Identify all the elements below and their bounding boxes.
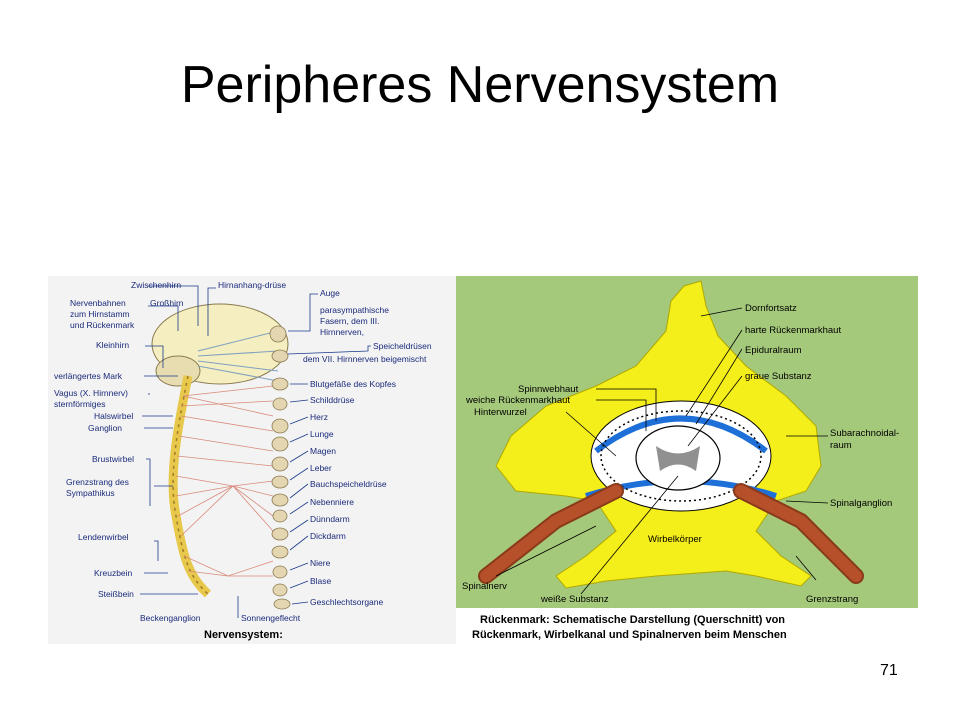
lung-icon — [271, 436, 289, 452]
label-blutgefaesse: Blutgefäße des Kopfes — [310, 379, 396, 389]
label-kreuzbein: Kreuzbein — [94, 568, 133, 578]
colon-icon — [271, 545, 289, 559]
page-number: 71 — [880, 662, 898, 679]
label-hirnanhang: Hirnanhang-drüse — [218, 280, 286, 290]
organ-icons — [269, 325, 291, 610]
label-geschlechtsorgane: Geschlechtsorgane — [310, 597, 384, 607]
stomach-icon — [271, 456, 289, 472]
label-magen: Magen — [310, 446, 336, 456]
label-grosshirn: Großhirn — [150, 298, 184, 308]
gray-matter-shape — [656, 446, 700, 471]
label-kleinhirn: Kleinhirn — [96, 340, 129, 350]
label-halswirbel: Halswirbel — [94, 411, 133, 421]
nervous-system-diagram: Zwischenhirn Hirnanhang-drüse Nervenbahn… — [48, 276, 458, 644]
label-parasym-2: Fasern, dem III. — [320, 316, 380, 326]
right-leader-lines-2 — [495, 307, 829, 595]
heart-icon — [271, 418, 289, 434]
label-nebenniere: Nebenniere — [310, 497, 354, 507]
eye-icon — [269, 325, 287, 343]
label-weiche-rm: weiche Rückenmarkhaut — [465, 395, 570, 406]
label-nervenbahnen-3: und Rückenmark — [70, 320, 135, 330]
label-lendenwirbel: Lendenwirbel — [78, 532, 129, 542]
label-speicheldruesen: Speicheldrüsen — [373, 341, 432, 351]
vessel-icon — [271, 377, 289, 391]
label-harte-rm: harte Rückenmarkhaut — [745, 325, 841, 336]
epidural-blue-top — [594, 415, 768, 454]
spinal-cord-diagram: Dornfortsatz harte Rückenmarkhaut Epidur… — [456, 276, 918, 644]
label-parasym-3: Hirnnerven, — [320, 327, 364, 337]
left-caption: Nervensystem: — [204, 629, 283, 641]
label-dornfortsatz: Dornfortsatz — [745, 303, 797, 314]
spinal-cord-svg: Dornfortsatz harte Rückenmarkhaut Epidur… — [456, 276, 918, 644]
label-weisse-substanz: weiße Substanz — [540, 594, 609, 605]
label-brustwirbel: Brustwirbel — [92, 454, 134, 464]
left-leader-lines — [140, 285, 199, 595]
label-auge: Auge — [320, 288, 340, 298]
label-vagus-2: sternförmiges — [54, 399, 106, 409]
right-leader-lines — [207, 287, 371, 618]
thyroid-icon — [272, 397, 288, 411]
label-graue-substanz: graue Substanz — [745, 371, 812, 382]
label-vagus-1: Vagus (X. Hirnnerv) — [54, 388, 128, 398]
liver-icon — [271, 475, 289, 489]
label-subarachnoidal-2: raum — [830, 440, 852, 451]
label-grenzstrang: Grenzstrang — [806, 594, 858, 605]
label-steissbein: Steißbein — [98, 589, 134, 599]
label-verlaengertes-mark: verlängertes Mark — [54, 371, 123, 381]
nerve-fibers — [175, 385, 274, 577]
label-spinnwebhaut: Spinnwebhaut — [518, 384, 579, 395]
label-nervenbahnen-2: zum Hirnstamm — [70, 309, 130, 319]
adrenal-icon — [272, 509, 288, 523]
nervous-system-svg: Zwischenhirn Hirnanhang-drüse Nervenbahn… — [48, 276, 458, 644]
label-leber: Leber — [310, 463, 332, 473]
label-niere: Niere — [310, 558, 331, 568]
label-schilddruese: Schilddrüse — [310, 395, 355, 405]
label-grenzstrang-2: Sympathikus — [66, 488, 115, 498]
label-sonnengeflecht: Sonnengeflecht — [241, 613, 301, 623]
slide-title: Peripheres Nervensystem — [180, 56, 780, 114]
label-nervenbahnen-1: Nervenbahnen — [70, 298, 126, 308]
gland-icon — [271, 349, 289, 363]
label-beckenganglion: Beckenganglion — [140, 613, 201, 623]
intestine-icon — [271, 527, 289, 541]
label-epiduralraum: Epiduralraum — [745, 345, 802, 356]
label-wirbelkoerper: Wirbelkörper — [648, 534, 702, 545]
label-subarachnoidal-1: Subarachnoidal- — [830, 428, 899, 439]
pancreas-icon — [271, 493, 289, 507]
label-duenndarm: Dünndarm — [310, 514, 350, 524]
label-vii-hirnnerven: dem VII. Hirnnerven beigemischt — [303, 354, 427, 364]
right-caption-line2: Rückenmark, Wirbelkanal und Spinalnerven… — [472, 629, 787, 641]
label-ganglion: Ganglion — [88, 423, 122, 433]
label-parasym-1: parasympathische — [320, 305, 389, 315]
label-zwischenhirn: Zwischenhirn — [131, 280, 181, 290]
label-spinalnerv: Spinalnerv — [462, 581, 507, 592]
label-lunge: Lunge — [310, 429, 334, 439]
label-herz: Herz — [310, 412, 328, 422]
kidney-icon — [272, 565, 288, 579]
label-spinalganglion: Spinalganglion — [830, 498, 892, 509]
right-caption-line1: Rückenmark: Schematische Darstellung (Qu… — [480, 614, 785, 626]
label-dickdarm: Dickdarm — [310, 531, 346, 541]
bladder-icon — [272, 583, 288, 597]
label-hinterwurzel: Hinterwurzel — [474, 407, 527, 418]
label-bauchspeicheldruese: Bauchspeicheldrüse — [310, 479, 387, 489]
label-grenzstrang-1: Grenzstrang des — [66, 477, 129, 487]
genital-icon — [273, 598, 291, 610]
label-blase: Blase — [310, 576, 332, 586]
